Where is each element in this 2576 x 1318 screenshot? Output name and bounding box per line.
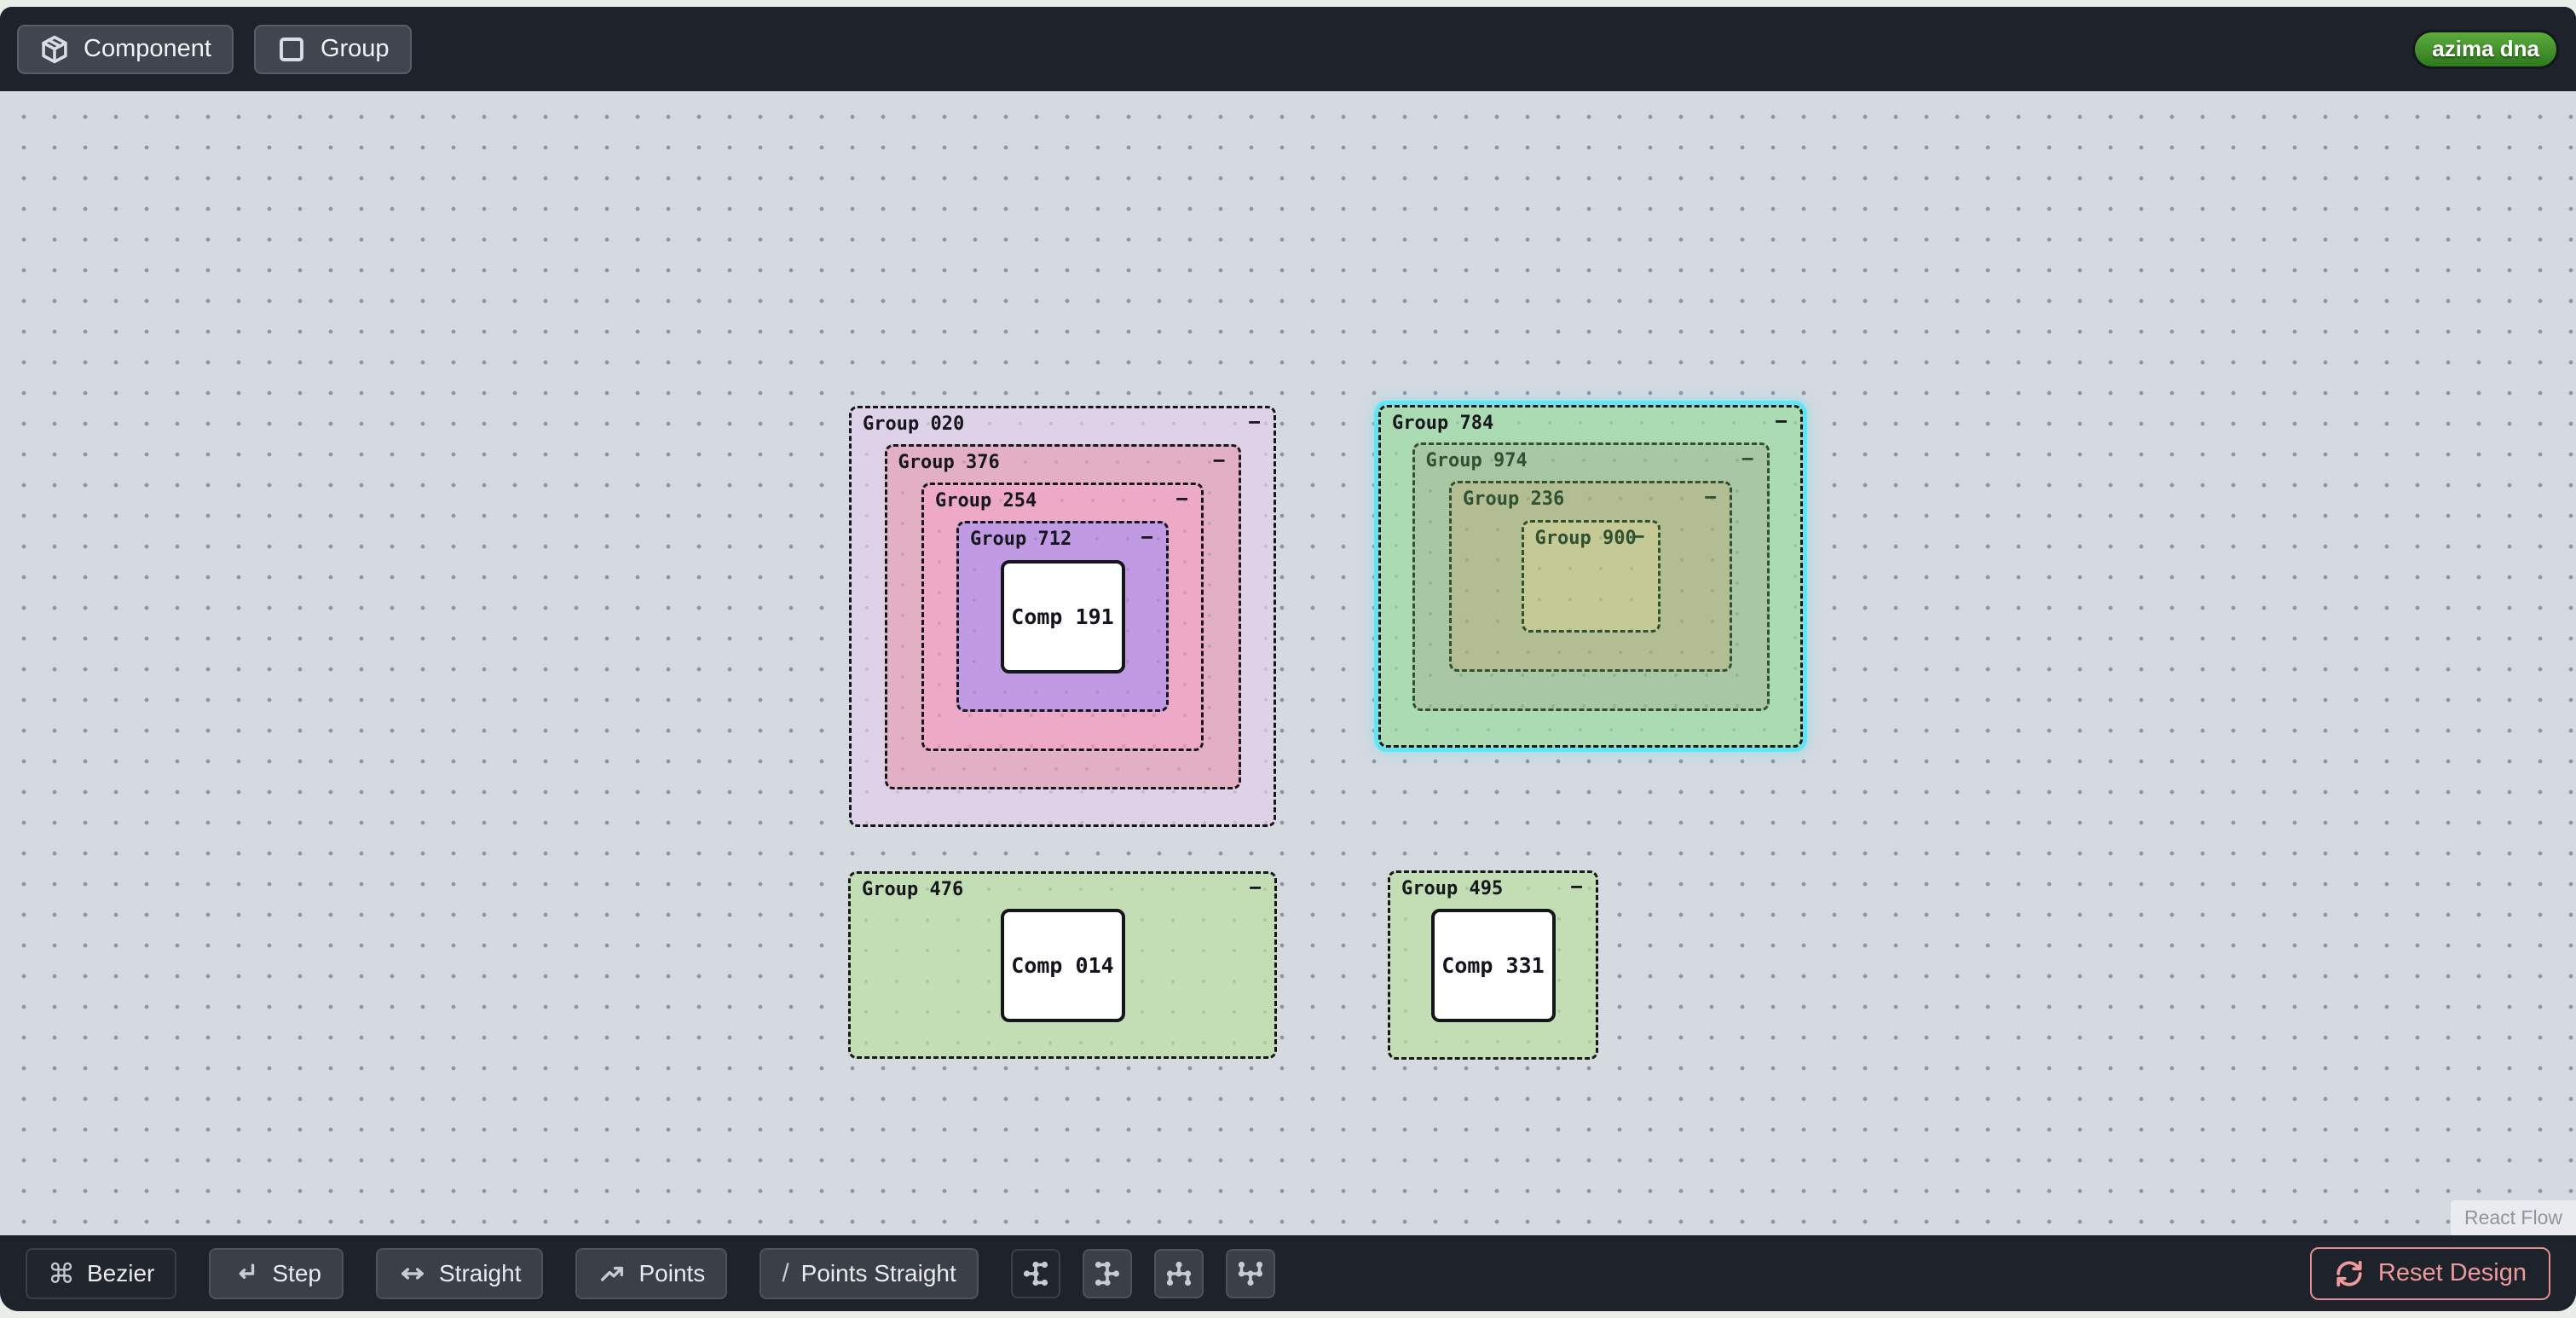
group-node-254[interactable]: Group 254 − Group 712 − Comp 191 — [921, 482, 1204, 751]
flow-canvas[interactable]: Group 020 − Group 376 − Group 254 − Grou… — [0, 91, 2576, 1235]
group-node-476[interactable]: Group 476 − Comp 014 — [848, 871, 1277, 1059]
spline-icon: ⌘ — [48, 1257, 75, 1289]
group-label: Group 712 — [970, 529, 1072, 550]
horizontal-arrows-icon — [401, 1267, 425, 1280]
group-node-784-selected[interactable]: Group 784 − Group 974 − Group 236 − Grou… — [1378, 405, 1803, 748]
collapse-minus-icon[interactable]: − — [1570, 875, 1583, 899]
collapse-minus-icon[interactable]: − — [1248, 410, 1261, 434]
group-node-712[interactable]: Group 712 − Comp 191 — [956, 521, 1169, 712]
group-label: Group 495 — [1401, 878, 1504, 899]
edge-type-step-button[interactable]: Step — [209, 1247, 344, 1299]
tree-layout-down-icon — [1238, 1261, 1262, 1286]
layout-direction-buttons — [1010, 1248, 1275, 1298]
cube-icon — [42, 35, 67, 63]
component-node-191[interactable]: Comp 191 — [1000, 559, 1125, 673]
edge-type-straight-button[interactable]: Straight — [375, 1247, 544, 1299]
edge-type-bezier-button[interactable]: ⌘ Bezier — [26, 1247, 177, 1299]
collapse-minus-icon[interactable]: − — [1741, 446, 1754, 471]
group-node-974[interactable]: Group 974 − Group 236 − Group 900 − — [1412, 442, 1770, 711]
collapse-minus-icon[interactable]: − — [1213, 448, 1226, 472]
slash-icon: / — [782, 1258, 789, 1287]
tree-layout-up-icon — [1166, 1261, 1191, 1286]
refresh-icon — [2336, 1260, 2362, 1286]
group-label: Group 236 — [1463, 488, 1565, 510]
brand-badge: azima dna — [2412, 29, 2559, 69]
collapse-minus-icon[interactable]: − — [1249, 876, 1262, 899]
collapse-minus-icon[interactable]: − — [1141, 525, 1153, 549]
group-label: Group 254 — [935, 489, 1037, 512]
group-node-020[interactable]: Group 020 − Group 376 − Group 254 − Grou… — [849, 406, 1276, 827]
group-node-376[interactable]: Group 376 − Group 254 − Group 712 − Comp… — [884, 443, 1241, 789]
group-label: Group 376 — [898, 451, 1000, 473]
button-label: Reset Design — [2377, 1259, 2527, 1286]
button-label: Straight — [438, 1259, 522, 1286]
group-label: Group 476 — [862, 879, 964, 900]
top-toolbar: Component Group azima dna — [0, 7, 2576, 91]
app-window: Component Group azima dna Group 020 − Gr… — [0, 7, 2576, 1311]
component-label: Comp 191 — [1011, 604, 1114, 629]
collapse-minus-icon[interactable]: − — [1775, 409, 1788, 433]
group-label: Group 020 — [863, 413, 965, 435]
tree-layout-down-button[interactable] — [1225, 1248, 1275, 1298]
group-label: Group 974 — [1425, 449, 1528, 471]
reset-design-button[interactable]: Reset Design — [2309, 1246, 2550, 1300]
react-flow-attribution[interactable]: React Flow — [2450, 1200, 2576, 1235]
collapse-minus-icon[interactable]: − — [1704, 485, 1717, 509]
button-label: Component — [84, 35, 211, 62]
tree-layout-up-button[interactable] — [1153, 1248, 1204, 1298]
button-label: Step — [272, 1259, 321, 1286]
add-group-button[interactable]: Group — [253, 24, 412, 74]
button-label: Points — [638, 1259, 706, 1286]
tree-layout-right-icon — [1095, 1261, 1119, 1286]
component-node-331[interactable]: Comp 331 — [1430, 908, 1556, 1022]
tree-layout-right-button[interactable] — [1082, 1248, 1132, 1298]
group-node-236[interactable]: Group 236 − Group 900 − — [1449, 481, 1732, 672]
collapse-minus-icon[interactable]: − — [1632, 524, 1645, 548]
bottom-toolbar: ⌘ Bezier Step Straight Points / Points S… — [0, 1235, 2576, 1311]
collapse-minus-icon[interactable]: − — [1175, 486, 1188, 511]
zigzag-arrow-icon — [601, 1266, 624, 1281]
add-component-button[interactable]: Component — [17, 24, 234, 74]
edge-type-points-straight-button[interactable]: / Points Straight — [760, 1247, 979, 1299]
edge-type-points-button[interactable]: Points — [575, 1247, 728, 1299]
button-label: Group — [320, 35, 390, 62]
component-node-014[interactable]: Comp 014 — [1000, 908, 1125, 1022]
group-node-495[interactable]: Group 495 − Comp 331 — [1388, 870, 1598, 1060]
group-label: Group 900 — [1534, 528, 1637, 549]
group-node-900[interactable]: Group 900 − — [1521, 520, 1661, 633]
group-label: Group 784 — [1392, 413, 1494, 434]
button-label: Points Straight — [800, 1259, 956, 1286]
component-label: Comp 331 — [1441, 952, 1545, 978]
button-label: Bezier — [87, 1259, 155, 1286]
component-label: Comp 014 — [1011, 952, 1114, 978]
tree-layout-left-button[interactable] — [1010, 1248, 1060, 1298]
corner-down-left-icon — [240, 1263, 255, 1279]
square-icon — [279, 37, 303, 61]
tree-layout-left-icon — [1023, 1261, 1048, 1286]
